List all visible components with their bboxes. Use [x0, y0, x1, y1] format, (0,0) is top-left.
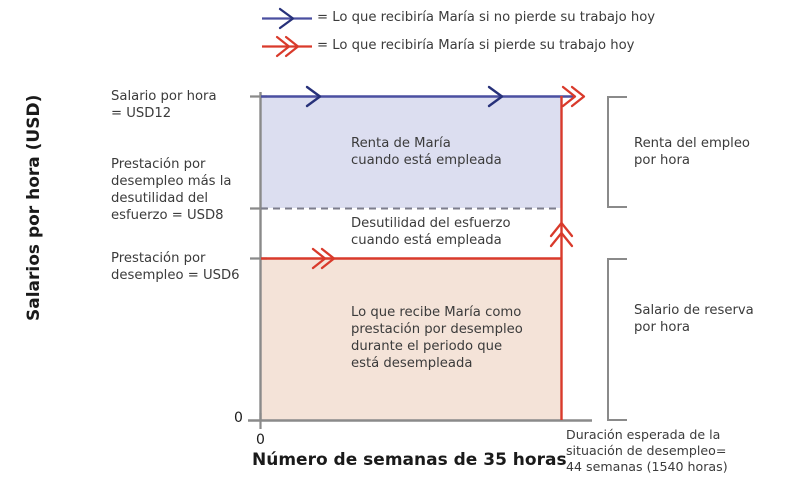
x-end-annotation: Duración esperada de la situación de des…: [566, 427, 728, 475]
y-axis-title: Salarios por hora (USD): [24, 94, 44, 321]
double-chevron-arrow-icon: [311, 247, 327, 270]
legend-item-employed-label: = Lo que recibiría María si no pierde su…: [317, 10, 656, 25]
y-label-wage: Salario por hora = USD12: [111, 89, 217, 121]
region-label-benefit: Lo que recibe María como prestación por …: [351, 305, 523, 371]
region-label-disutility: Desutilidad del esfuerzo cuando está emp…: [351, 216, 511, 248]
double-chevron-arrow-icon: [549, 231, 574, 248]
region-unemployment-benefit: [261, 259, 561, 420]
single-chevron-arrow-icon: [278, 7, 295, 30]
single-chevron-arrow-icon: [305, 85, 322, 108]
double-chevron-arrow-icon: [549, 221, 574, 238]
double-chevron-arrow-icon: [570, 85, 586, 108]
x-axis-title: Número de semanas de 35 horas: [252, 450, 567, 470]
bracket-reservation-wage: [607, 258, 627, 421]
y-label-benefit-plus-disutility: Prestación por desempleo más la desutili…: [111, 157, 232, 223]
double-chevron-arrow-icon: [284, 35, 300, 58]
double-chevron-arrow-icon: [561, 85, 577, 108]
region-rent-when-employed: [261, 96, 561, 208]
region-label-rent: Renta de María cuando está empleada: [351, 136, 502, 168]
bracket-label-employment-rent: Renta del empleo por hora: [634, 136, 751, 168]
x-axis-zero-label: 0: [256, 432, 265, 448]
bracket-employment-rent: [607, 96, 627, 208]
bracket-label-reservation-wage: Salario de reserva por hora: [634, 303, 754, 335]
legend-item-unemployed-label: = Lo que recibiría María si pierde su tr…: [317, 38, 635, 53]
single-chevron-arrow-icon: [487, 85, 504, 108]
y-axis-zero-label: 0: [234, 410, 243, 426]
double-chevron-arrow-icon: [320, 247, 336, 270]
y-label-benefit: Prestación por desempleo = USD6: [111, 251, 240, 283]
double-chevron-arrow-icon: [275, 35, 291, 58]
